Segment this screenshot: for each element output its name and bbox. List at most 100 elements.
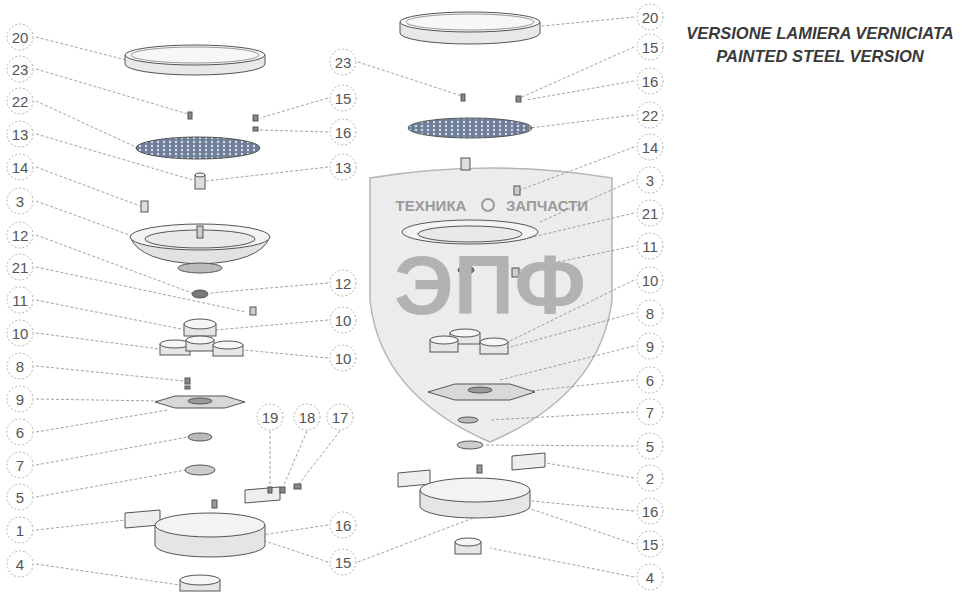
callout-number: 15 (642, 537, 659, 552)
callout-circle (637, 564, 663, 590)
callout-number: 10 (12, 326, 29, 341)
callout-circle (637, 333, 663, 359)
callout-number: 21 (12, 260, 29, 275)
version-title: PAINTED STEEL VERSION (716, 48, 924, 65)
callout-circle (7, 551, 33, 577)
callout-number: 14 (642, 140, 659, 155)
callout-circle (330, 307, 356, 333)
callout-circle (330, 49, 356, 75)
callout-circle (330, 270, 356, 296)
callout-circle (637, 433, 663, 459)
callout-circle (7, 222, 33, 248)
callout-circle (7, 254, 33, 280)
callout-number: 15 (642, 40, 659, 55)
watermark: ЭПФ (394, 243, 586, 327)
callout-number: 15 (335, 91, 352, 106)
callout-circle (7, 484, 33, 510)
callout-circle (637, 267, 663, 293)
callout-number: 16 (335, 125, 352, 140)
callout-number: 20 (642, 10, 659, 25)
callout-number: 13 (12, 127, 29, 142)
leader-lines (36, 17, 634, 585)
callout-number: 20 (12, 30, 29, 45)
callout-number: 22 (642, 108, 659, 123)
callout-circle (637, 300, 663, 326)
callout-number: 5 (646, 439, 654, 454)
callout-number: 13 (335, 160, 352, 175)
callout-circle (7, 320, 33, 346)
callout-circle (637, 233, 663, 259)
callout-number: 11 (12, 293, 28, 308)
callout-circle (637, 367, 663, 393)
callout-number: 3 (16, 194, 24, 209)
callout-circle (330, 345, 356, 371)
callout-circle (7, 188, 33, 214)
callout-circle (294, 404, 320, 430)
callout-number: 16 (335, 518, 352, 533)
callout-number: 18 (299, 410, 316, 425)
callout-circle (637, 102, 663, 128)
callout-number: 3 (646, 173, 654, 188)
callout-circle (637, 465, 663, 491)
callout-circle (7, 353, 33, 379)
callout-number: 14 (12, 160, 29, 175)
callout-number: 10 (335, 351, 352, 366)
callout-circle (637, 200, 663, 226)
callout-number: 2 (646, 471, 654, 486)
callout-circle (637, 4, 663, 30)
callout-circle (7, 287, 33, 313)
callout-circle (7, 154, 33, 180)
callout-circle (330, 549, 356, 575)
callout-number: 1 (16, 523, 24, 538)
callout-number: 23 (335, 55, 352, 70)
callout-number: 16 (642, 74, 659, 89)
callout-circle (637, 34, 663, 60)
callout-number: 9 (16, 392, 24, 407)
callout-number: 4 (16, 557, 24, 572)
callout-circle (637, 167, 663, 193)
callout-circle (257, 404, 283, 430)
callout-circle (330, 512, 356, 538)
callout-circle (7, 517, 33, 543)
callout-circle (7, 88, 33, 114)
callout-circle (7, 452, 33, 478)
callout-number: 6 (646, 373, 654, 388)
watermark-shield (370, 168, 612, 442)
callout-circle (7, 419, 33, 445)
callout-circle (7, 386, 33, 412)
callout-circle (7, 56, 33, 82)
callout-number: 22 (12, 94, 29, 109)
callout-circle (637, 134, 663, 160)
callout-number: 11 (642, 239, 658, 254)
callout-number: 8 (16, 359, 24, 374)
callout-number: 10 (335, 313, 352, 328)
callout-circle (637, 68, 663, 94)
callout-circle (330, 85, 356, 111)
callout-number: 4 (646, 570, 654, 585)
left-assembly (125, 45, 301, 591)
callout-number: 6 (16, 425, 24, 440)
callout-number: 9 (646, 339, 654, 354)
watermark: ЗАПЧАСТИ (506, 198, 588, 213)
callout-circle (330, 119, 356, 145)
callout-number: 12 (335, 276, 352, 291)
callout-number: 10 (642, 273, 659, 288)
version-title: VERSIONE LAMIERA VERNICIATA (686, 25, 953, 42)
callout-circle (637, 531, 663, 557)
callout-circle (637, 498, 663, 524)
callout-number: 7 (646, 405, 654, 420)
callout-number: 15 (335, 555, 352, 570)
callout-number: 19 (262, 410, 279, 425)
callout-circle (7, 24, 33, 50)
callout-number: 16 (642, 504, 659, 519)
callout-number: 12 (12, 228, 29, 243)
watermark: ТЕХНИКА (396, 198, 467, 213)
callout-number: 23 (12, 62, 29, 77)
callout-circle (637, 399, 663, 425)
callout-number: 8 (646, 306, 654, 321)
callout-circle (330, 154, 356, 180)
callout-circle (7, 121, 33, 147)
callout-number: 21 (642, 206, 659, 221)
callout-number: 7 (16, 458, 24, 473)
callout-number: 17 (332, 410, 349, 425)
